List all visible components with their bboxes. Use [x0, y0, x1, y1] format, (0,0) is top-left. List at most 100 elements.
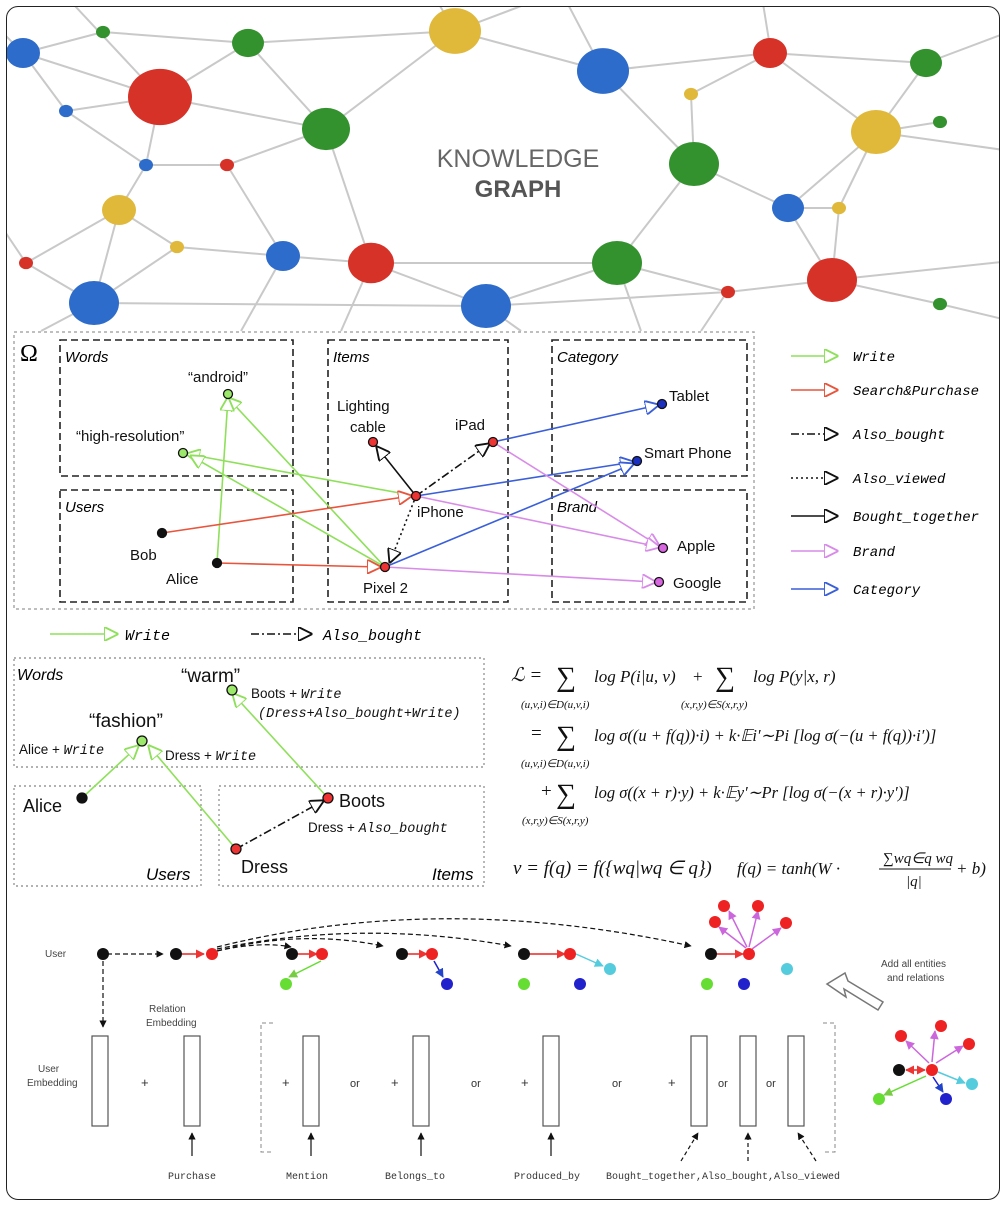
edge-bob-purchase-iphone: [161, 496, 411, 534]
example-box-items-label: Items: [432, 865, 474, 884]
banner-node: [461, 284, 511, 328]
banner-node: [7, 38, 40, 68]
example-edge-dress-write-fashion: [149, 746, 237, 850]
relation-label: Produced_by: [514, 1171, 580, 1183]
pipeline-node: [705, 948, 717, 960]
pipeline-node: [966, 1078, 978, 1090]
banner-node: [232, 28, 264, 58]
pipeline-edge: [935, 1045, 964, 1064]
node-google: [653, 576, 665, 588]
pipeline-node: [935, 1020, 947, 1032]
edge-alice-write-android: [216, 398, 228, 564]
eq-sum-1: ∑: [556, 662, 576, 693]
edge-pixel2-write-android: [228, 398, 386, 568]
kg-legend: WriteSearch&PurchaseAlso_boughtAlso_view…: [791, 350, 979, 599]
pipeline-node: [518, 978, 530, 990]
box-category-label: Category: [557, 349, 619, 366]
banner-edge: [325, 30, 456, 130]
eq-term-2: log P(y|x, r): [753, 667, 836, 686]
pipeline-add-all-label-2: and relations: [887, 973, 944, 984]
label-smartphone: Smart Phone: [644, 445, 732, 462]
relation-label: Mention: [286, 1171, 328, 1183]
example-node-warm: [226, 684, 238, 696]
pipeline-node: [280, 978, 292, 990]
box-words: [59, 339, 294, 477]
banner-edge: [325, 128, 372, 264]
banner-node: [669, 142, 719, 186]
eq-term-1: log P(i|u, v): [594, 667, 676, 686]
example-node-fashion: [136, 735, 148, 747]
example-rel-alice-write: Alice + Write: [19, 742, 104, 759]
banner-edge: [176, 246, 284, 257]
label-google: Google: [673, 575, 721, 592]
relation-arrow: [797, 1132, 817, 1162]
example-label-boots: Boots: [339, 791, 385, 811]
edge-iphone-also-viewed-pixel2: [390, 495, 417, 562]
example-diagram: Write Also_bought Words Users Items “war…: [13, 628, 485, 887]
kg-legend-label: Category: [853, 583, 921, 599]
pipeline-bracket-left: [260, 1022, 273, 1153]
or-label: or: [718, 1078, 728, 1090]
banner-node: [910, 48, 942, 78]
omega-symbol: Ω: [20, 341, 38, 367]
pipeline-node: [940, 1093, 952, 1105]
banner-edge: [25, 209, 120, 264]
relation-label: Purchase: [168, 1171, 216, 1183]
banner-node: [933, 297, 947, 311]
pipeline-node: [206, 948, 218, 960]
pipeline-edge: [932, 1076, 944, 1093]
kg-legend-label: Bought_together: [853, 510, 979, 526]
example-rel-dress-write: Dress + Write: [165, 748, 256, 765]
box-items: [327, 339, 509, 603]
example-node-alice: [76, 792, 88, 804]
label-apple: Apple: [677, 538, 715, 555]
edge-iphone-write-highres: [187, 454, 417, 497]
banner-node: [721, 285, 735, 299]
or-label: or: [471, 1078, 481, 1090]
eq-f-numerator: ∑wq∈q wq: [883, 851, 954, 867]
pipeline-node: [574, 978, 586, 990]
embedding-vector: [690, 1035, 708, 1127]
banner-edge: [602, 52, 771, 72]
label-cable: cable: [350, 419, 386, 436]
example-rel-dress-chain: (Dress+Also_bought+Write): [258, 707, 461, 722]
banner-graph: KNOWLEDGE GRAPH: [7, 7, 999, 332]
eq-f-def: f(q) = tanh(W ·: [737, 859, 840, 878]
banner-title-knowledge: KNOWLEDGE: [437, 145, 600, 173]
pipeline-user-embedding-label-2: Embedding: [27, 1078, 78, 1089]
banner-node: [851, 110, 901, 154]
kg-legend-label: Brand: [853, 545, 896, 561]
label-bob: Bob: [130, 547, 157, 564]
embedding-vector: [787, 1035, 805, 1127]
pipeline-node: [701, 978, 713, 990]
plus-sign: +: [141, 1075, 149, 1090]
pipeline-node: [97, 948, 109, 960]
pipeline-edge: [748, 910, 761, 948]
eq-sub-1: (u,v,i)∈D(u,v,i): [521, 699, 590, 711]
pipeline-arrow-to-produced: [216, 918, 692, 949]
pipeline-node: [604, 963, 616, 975]
edge-ipad-category-tablet: [492, 405, 658, 443]
pipeline-edge: [929, 1030, 939, 1063]
example-node-boots: [322, 792, 334, 804]
banner-node: [170, 240, 184, 254]
banner-node: [220, 158, 234, 172]
node-tablet: [656, 398, 668, 410]
pipeline-node: [895, 1030, 907, 1042]
banner-node: [302, 107, 350, 151]
embedding-vector: [739, 1035, 757, 1127]
example-legend-also-bought-label: Also_bought: [322, 628, 422, 645]
example-box-words-label: Words: [17, 667, 63, 684]
eq-sum-4: ∑: [556, 779, 576, 810]
example-label-fashion: “fashion”: [89, 711, 163, 732]
eq-plus-2: +: [541, 781, 552, 802]
eq-sub-2: (x,r,y)∈S(x,r,y): [681, 699, 748, 711]
pipeline-mini-graphs: [97, 900, 978, 1105]
embedding-vector: [91, 1035, 109, 1127]
banner-node: [753, 38, 787, 68]
eq-f-denominator: |q|: [906, 874, 922, 890]
example-box-users: [13, 785, 202, 887]
banner-node: [96, 25, 110, 39]
label-lighting: Lighting: [337, 398, 390, 415]
relation-label: Bought_together,Also_bought,Also_viewed: [606, 1171, 840, 1183]
